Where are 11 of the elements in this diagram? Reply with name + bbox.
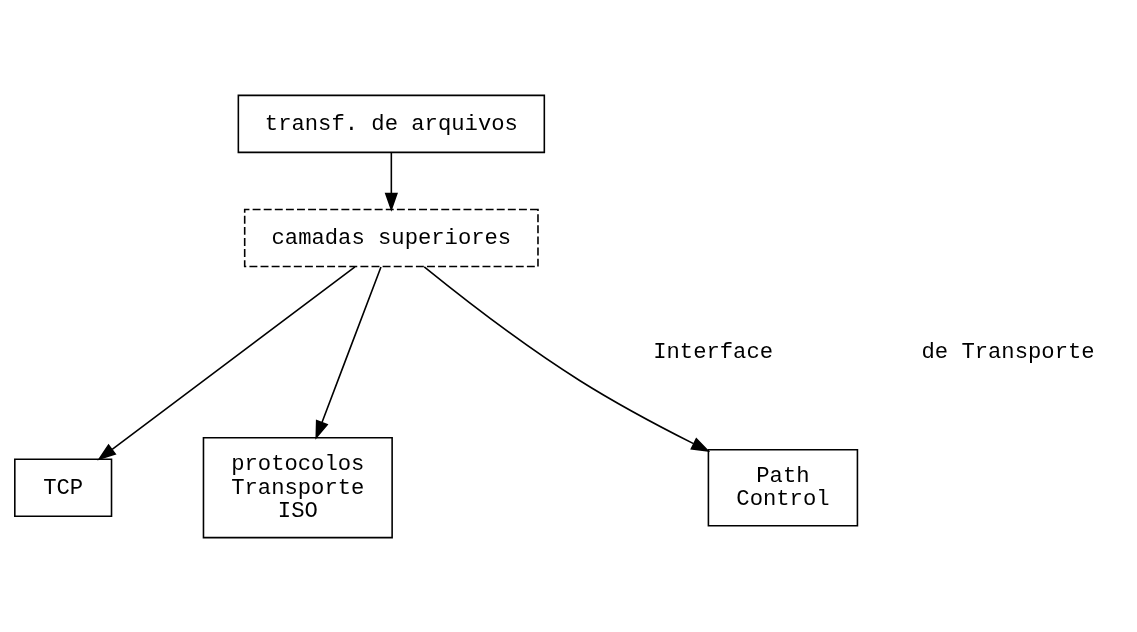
arrow <box>384 151 398 212</box>
node-box: protocolos Transporte ISO <box>202 436 393 538</box>
arrow <box>97 265 356 460</box>
node-box: TCP <box>14 457 113 517</box>
label: de Transporte <box>921 339 1095 365</box>
arrow <box>423 265 711 452</box>
arrow <box>315 265 382 440</box>
node-box: transf. de arquivos <box>237 94 546 153</box>
node-box: Path Control <box>707 448 859 527</box>
label: Interface <box>653 339 774 365</box>
node-box: camadas superiores <box>243 208 539 267</box>
